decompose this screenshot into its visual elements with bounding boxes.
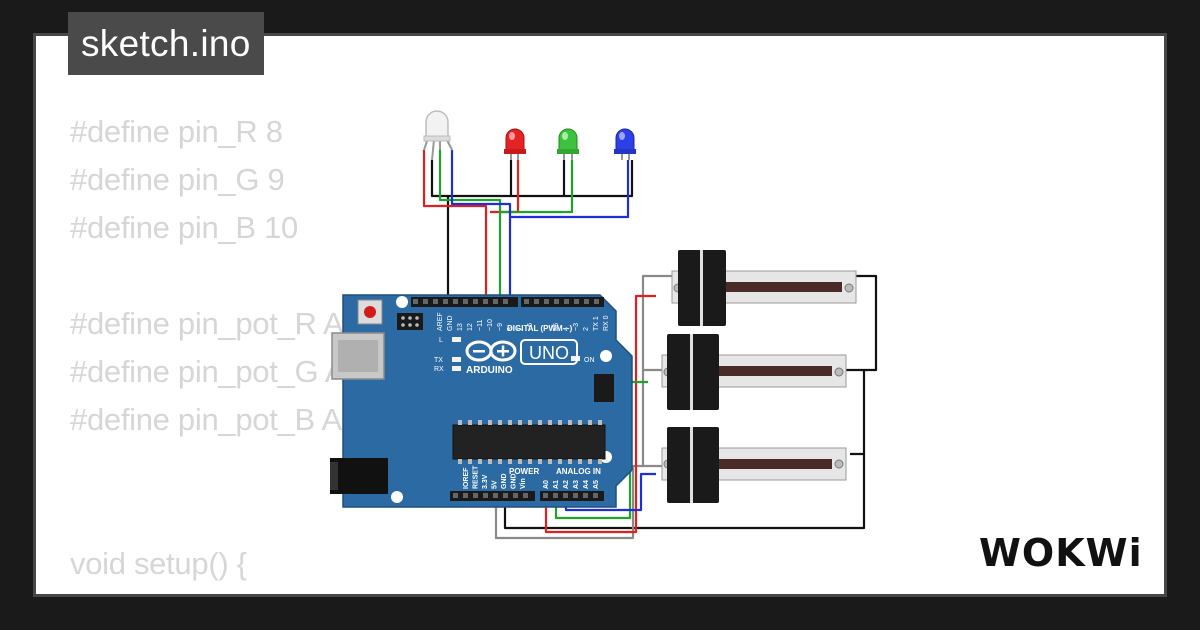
code-line: #define pin_B 10 [70, 210, 298, 245]
slide-pot-g[interactable] [661, 334, 847, 410]
wire-black-led-bus [430, 160, 634, 198]
wire-green-a1 [554, 380, 648, 520]
wire-gray-pot-vcc3 [641, 274, 678, 370]
wire-red-rgb [422, 150, 488, 300]
pin-label: A1 [553, 480, 560, 489]
pin-label: 5V [492, 480, 499, 489]
top-header-pins [413, 299, 599, 304]
rgb-led[interactable] [423, 110, 453, 161]
pin-label: 2 [583, 327, 590, 331]
slide-pot-r[interactable] [671, 250, 857, 326]
pin-label: 4 [563, 327, 570, 331]
tx-label: TX [434, 357, 443, 364]
pin-label: Vin [520, 478, 527, 489]
pin-label: ~10 [487, 319, 494, 331]
pin-label: ~11 [477, 320, 484, 331]
code-line: #define pin_pot_R A0 [70, 306, 361, 341]
pin-label: ~9 [497, 323, 504, 331]
pin-label: ~3 [573, 323, 580, 331]
rx-label: RX [434, 366, 444, 373]
l-label: L [439, 337, 443, 344]
green-led[interactable] [557, 128, 579, 160]
file-name-tab[interactable]: sketch.ino [68, 12, 264, 75]
arduino-logo-icon [465, 340, 517, 362]
code-line: #define pin_R 8 [70, 114, 283, 149]
wire-gray-pot-vcc2 [641, 368, 664, 466]
board-model: UNO [529, 343, 569, 363]
analog-label: ANALOG IN [556, 467, 601, 476]
wire-red-a0 [544, 294, 656, 534]
wire-black-pot-gnd2 [846, 368, 866, 454]
power-label: POWER [509, 467, 539, 476]
pin-label: 8 [507, 327, 514, 331]
pin-label: A4 [583, 480, 590, 489]
board-logo-text: ARDUINO [466, 365, 513, 376]
pin-label: ~6 [527, 323, 534, 331]
brand-text: WOKWi [979, 531, 1143, 575]
pin-label: RESET [473, 465, 480, 489]
red-led[interactable] [504, 128, 526, 160]
wire-black-pot-gnd3 [856, 274, 878, 372]
wokwi-logo: WOKWi [979, 531, 1143, 575]
pin-label: IOREF [463, 467, 470, 489]
pin-label: AREF [437, 312, 444, 331]
pin-label: 13 [457, 323, 464, 331]
code-line: #define pin_G 9 [70, 162, 285, 197]
code-line: #define pin_pot_B A2 [70, 402, 359, 437]
arduino-board[interactable] [330, 294, 633, 508]
wire-black-pot-gnd [503, 452, 866, 530]
pin-label: A2 [563, 480, 570, 489]
pin-label: GND [501, 473, 508, 489]
pin-label: GND [447, 315, 454, 331]
wire-green-rgb [438, 150, 502, 300]
pin-label: GND [511, 473, 518, 489]
pin-label: RX 0 [603, 315, 610, 331]
on-label: ON [584, 357, 595, 364]
wire-blue-led [510, 160, 630, 219]
pin-label: A0 [543, 480, 550, 489]
slide-pot-b[interactable] [661, 427, 847, 503]
pin-label: 3.3V [482, 474, 489, 489]
blue-led[interactable] [614, 128, 636, 160]
pin-label: ~5 [553, 323, 560, 331]
pin-label: 7 [517, 327, 524, 331]
pin-label: 12 [467, 323, 474, 331]
pin-label: A5 [593, 480, 600, 489]
pin-label: A3 [573, 480, 580, 489]
code-line: void setup() { [70, 546, 247, 581]
digital-label: DIGITAL (PWM ~) [507, 324, 573, 333]
code-preview: #define pin_R 8 #define pin_G 9 #define … [70, 108, 447, 594]
wire-blue-rgb [450, 150, 512, 300]
wire-green-led [500, 160, 574, 214]
bottom-header-pins [453, 493, 598, 498]
wires [422, 150, 878, 540]
pin-label: TX 1 [593, 316, 600, 331]
